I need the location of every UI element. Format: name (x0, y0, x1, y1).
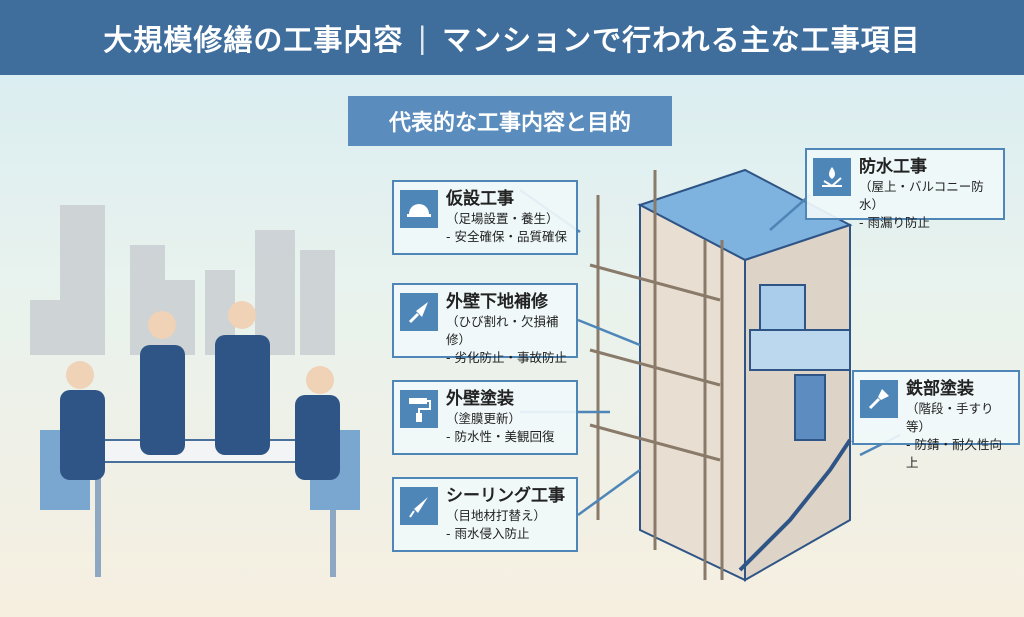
section-label: 代表的な工事内容と目的 (348, 96, 672, 146)
header-subtitle: マンションで行われる主な工事項目 (442, 22, 921, 57)
header-banner: 大規模修繕の工事内容 | マンションで行われる主な工事項目 (0, 0, 1024, 75)
card-purpose: - 雨水侵入防止 (446, 526, 530, 541)
card-detail: （目地材打替え） (446, 508, 547, 523)
caulking-gun-icon (400, 487, 438, 525)
card-metal-painting: 鉄部塗装（階段・手すり等）- 防錆・耐久性向上 (852, 370, 1020, 470)
card-title: 防水工事 (859, 157, 927, 177)
card-detail: （階段・手すり等） (906, 401, 994, 434)
card-title: 外壁塗装 (446, 389, 514, 409)
city-skyline (30, 205, 335, 355)
card-detail: （ひび割れ・欠損補修） (446, 314, 559, 347)
scaffolding (589, 170, 724, 580)
card-detail: （屋上・バルコニー防水） (859, 179, 984, 212)
card-wall-repair: 外壁下地補修（ひび割れ・欠損補修） - 劣化防止・事故防止 (392, 283, 578, 365)
card-sealing: シーリング工事 （目地材打替え） - 雨水侵入防止 (392, 477, 578, 552)
card-detail: （塗膜更新） (446, 411, 522, 426)
card-title: 鉄部塗装 (906, 379, 974, 399)
paint-brush-icon (860, 380, 898, 418)
card-purpose: - 防水性・美観回復 (446, 429, 555, 444)
card-temporary-works: 仮設工事 （足場設置・養生） - 安全確保・品質確保 (392, 180, 578, 255)
card-purpose: - 雨漏り防止 (859, 215, 930, 230)
header-title: 大規模修繕の工事内容 (103, 22, 404, 57)
header-separator: | (417, 20, 429, 55)
card-waterproofing: 防水工事（屋上・バルコニー防水） - 雨漏り防止 (805, 148, 1005, 230)
apartment-building (637, 168, 853, 582)
trowel-icon (400, 293, 438, 331)
water-drop-icon (813, 158, 851, 196)
card-wall-painting: 外壁塗装 （塗膜更新） - 防水性・美観回復 (392, 380, 578, 455)
meeting-scene (40, 301, 360, 577)
card-purpose: - 劣化防止・事故防止 (446, 350, 567, 365)
helmet-icon (400, 190, 438, 228)
card-title: 仮設工事 (446, 189, 514, 209)
paint-roller-icon (400, 390, 438, 428)
card-title: シーリング工事 (446, 486, 565, 506)
card-purpose: - 安全確保・品質確保 (446, 229, 567, 244)
card-detail: （足場設置・養生） (446, 211, 559, 226)
card-title: 外壁下地補修 (446, 292, 548, 312)
card-purpose: - 防錆・耐久性向上 (906, 437, 1002, 470)
